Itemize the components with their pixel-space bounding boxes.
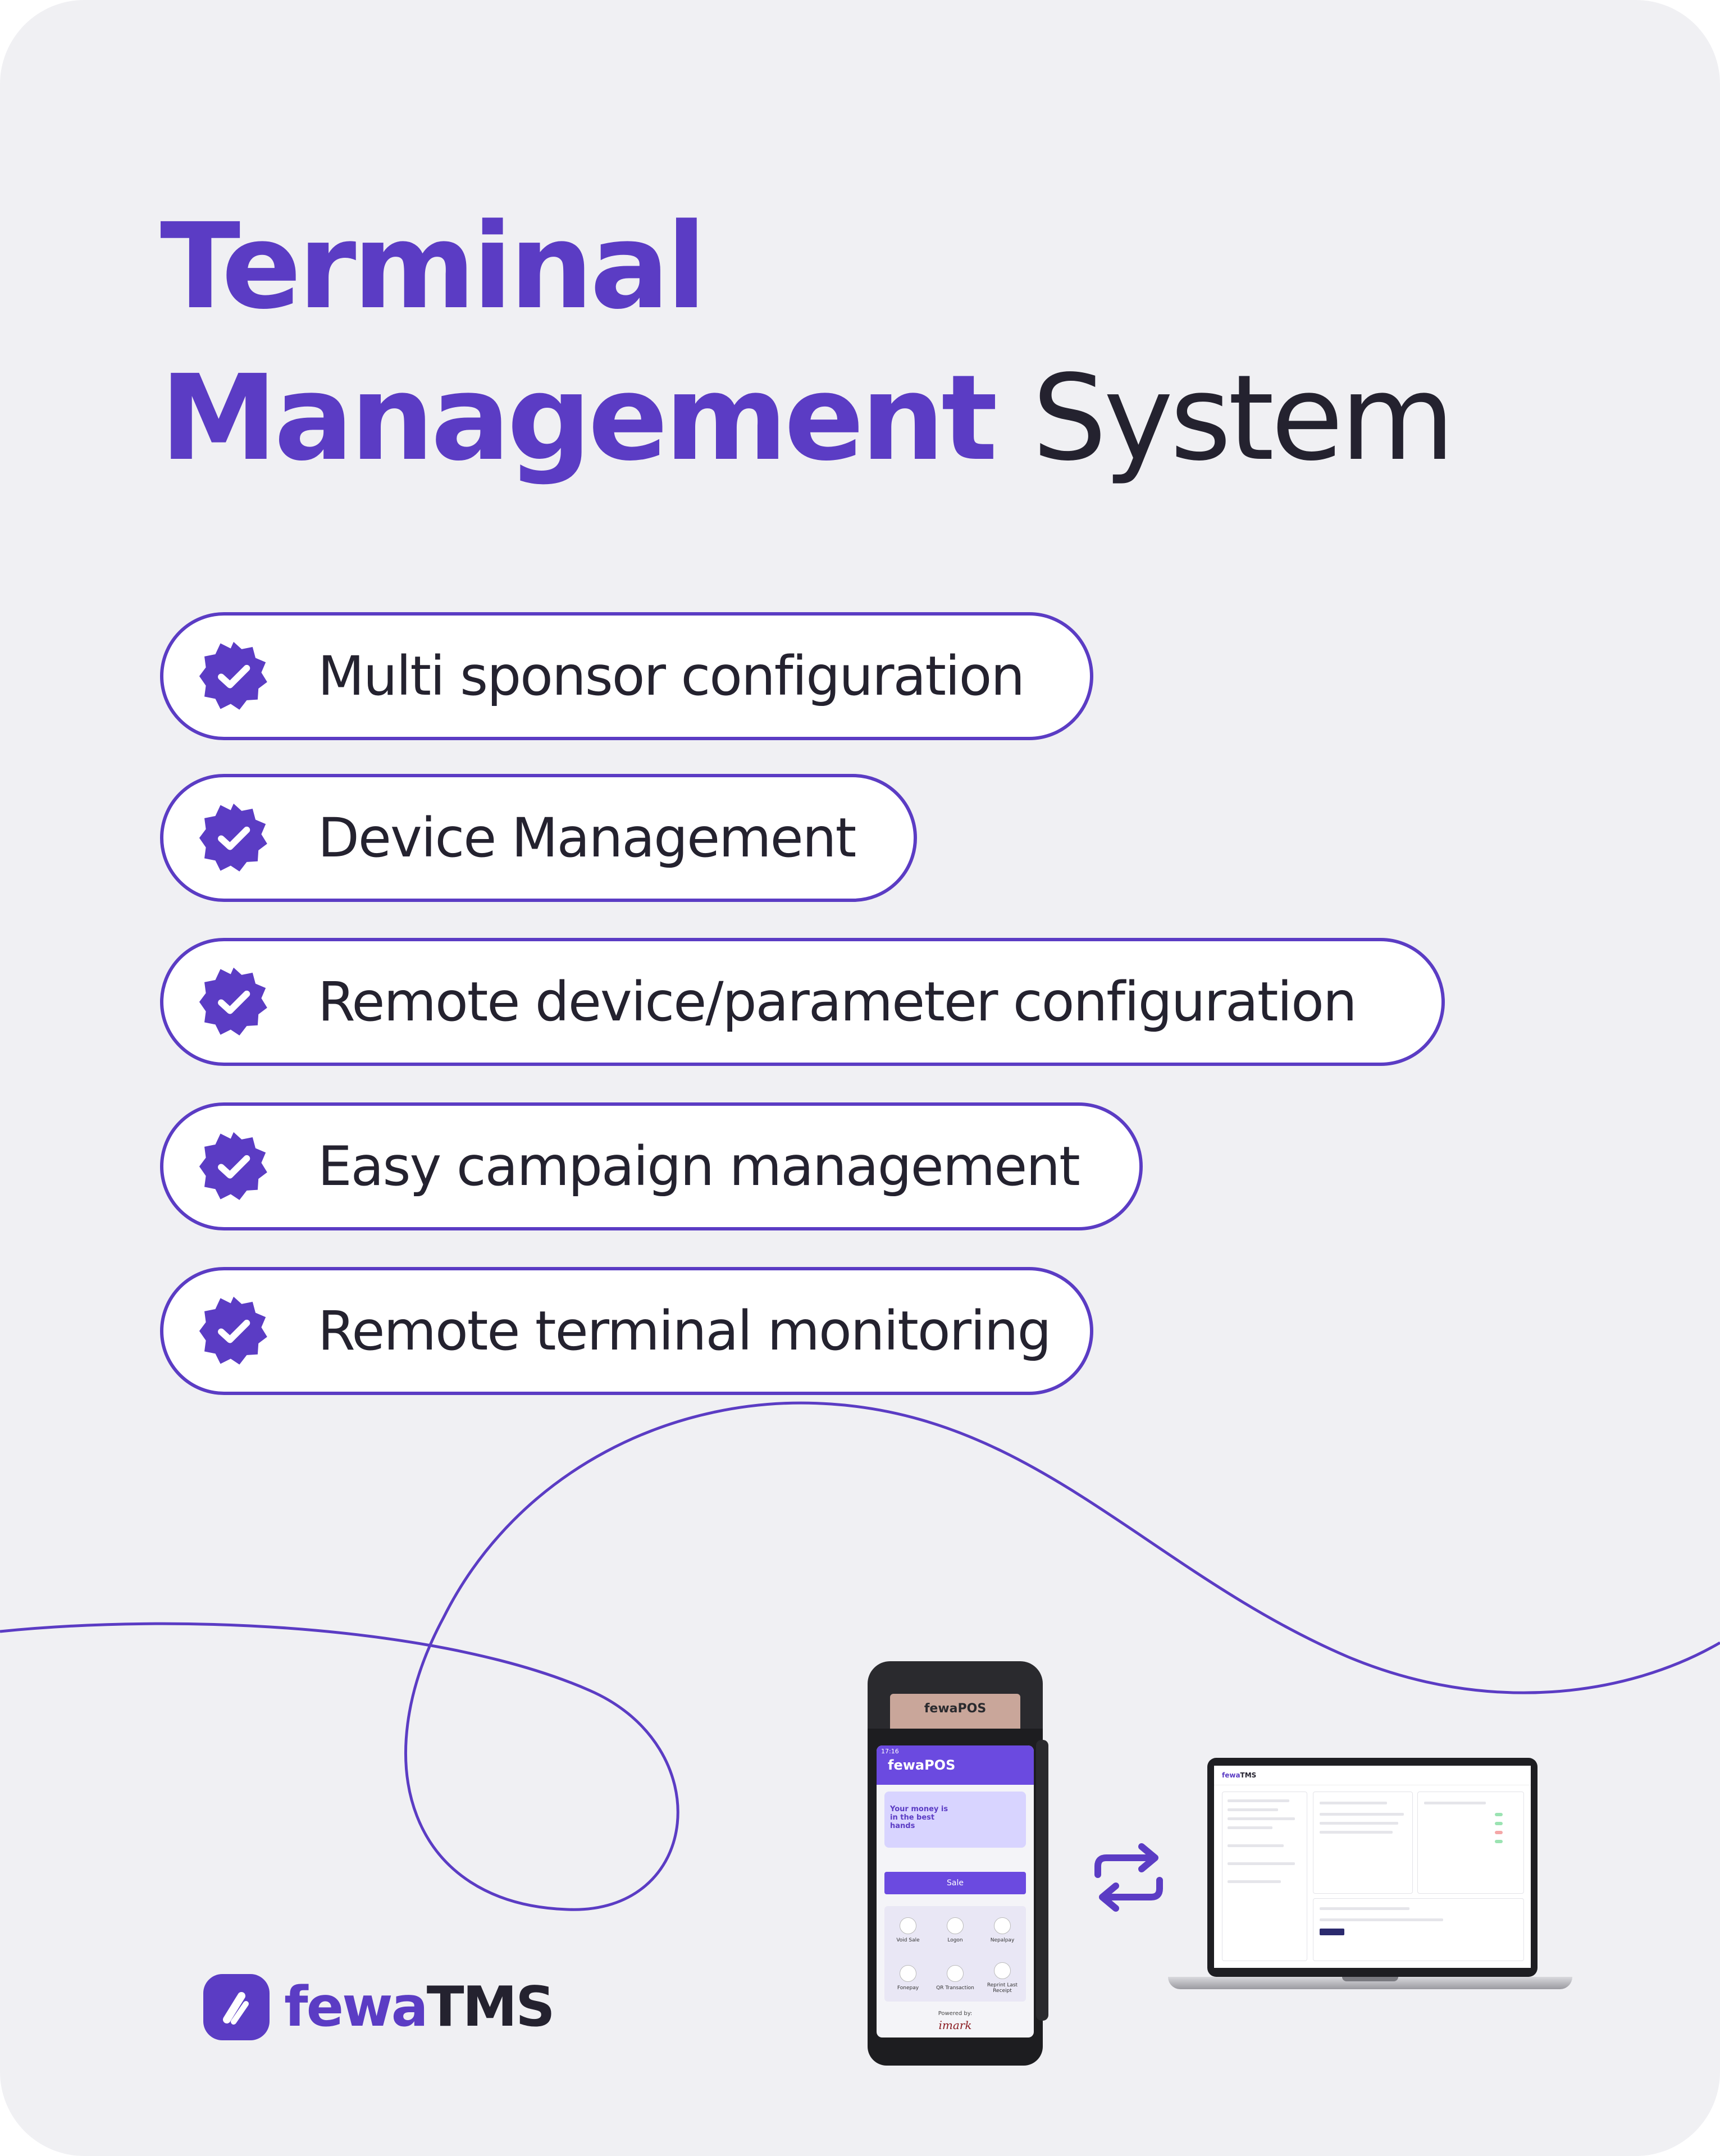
text-line bbox=[1320, 1918, 1443, 1921]
page-title: Terminal Management System bbox=[160, 191, 1455, 494]
menu-item-nepalpay[interactable]: Nepalpay bbox=[979, 1906, 1026, 1954]
status-badge bbox=[1495, 1831, 1503, 1834]
logo-wordmark: fewaTMS bbox=[284, 1975, 555, 2039]
promo-banner: Your money is in the best hands bbox=[884, 1792, 1026, 1848]
menu-label: Nepalpay bbox=[990, 1937, 1015, 1943]
menu-item-void-sale[interactable]: Void Sale bbox=[884, 1906, 932, 1954]
feature-pill-campaign: Easy campaign management bbox=[160, 1102, 1143, 1230]
feature-label: Remote device/parameter configuration bbox=[318, 970, 1357, 1033]
feature-pill-device-management: Device Management bbox=[160, 774, 917, 902]
verified-badge-icon bbox=[199, 1132, 267, 1200]
void-sale-icon bbox=[900, 1917, 916, 1934]
menu-label: Reprint Last Receipt bbox=[987, 1982, 1018, 1994]
feature-label: Remote terminal monitoring bbox=[318, 1300, 1052, 1362]
banner-text: Your money is in the best hands bbox=[890, 1805, 948, 1830]
status-time: 17:16 bbox=[881, 1748, 899, 1755]
verified-badge-icon bbox=[199, 803, 267, 872]
verified-badge-icon bbox=[199, 1296, 267, 1365]
menu-label: Fonepay bbox=[897, 1985, 919, 1991]
tms-title-accent: fewa bbox=[1222, 1771, 1240, 1779]
sale-button[interactable]: Sale bbox=[884, 1872, 1026, 1894]
pos-brand: fewaPOS bbox=[924, 1702, 987, 1716]
pos-screen: 17:16 fewaPOS Your money is in the best … bbox=[877, 1745, 1034, 2038]
fewa-logo-mark-icon bbox=[203, 1974, 270, 2040]
tms-details-panel bbox=[1313, 1792, 1413, 1894]
title-line-1: Terminal bbox=[160, 198, 706, 335]
title-plain-word: System bbox=[1032, 349, 1455, 487]
pos-app-header: fewaPOS bbox=[877, 1745, 1034, 1785]
printer-slot bbox=[890, 1694, 1020, 1733]
menu-label: Logon bbox=[947, 1937, 963, 1943]
feature-label: Device Management bbox=[318, 806, 856, 869]
verified-badge-icon bbox=[199, 967, 267, 1036]
nepalpay-icon bbox=[994, 1917, 1011, 1934]
verified-badge-icon bbox=[199, 641, 267, 710]
wordmark-plain: TMS bbox=[426, 1975, 555, 2039]
feature-label: Easy campaign management bbox=[318, 1135, 1080, 1198]
laptop-notch bbox=[1342, 1977, 1398, 1981]
tms-title-plain: TMS bbox=[1240, 1771, 1257, 1779]
laptop-base bbox=[1168, 1977, 1572, 1989]
text-line bbox=[1228, 1799, 1289, 1802]
text-line bbox=[1228, 1862, 1295, 1865]
text-line bbox=[1320, 1831, 1393, 1834]
tms-activity-panel bbox=[1313, 1898, 1524, 1961]
menu-item-reprint[interactable]: Reprint Last Receipt bbox=[979, 1954, 1026, 2002]
tms-config-panel bbox=[1417, 1792, 1524, 1894]
text-line bbox=[1228, 1880, 1281, 1883]
sync-arrows-icon bbox=[1094, 1843, 1163, 1912]
text-line bbox=[1320, 1907, 1409, 1910]
wordmark-accent: fewa bbox=[284, 1975, 428, 2039]
logon-icon bbox=[947, 1917, 964, 1934]
feature-pill-monitoring: Remote terminal monitoring bbox=[160, 1267, 1093, 1395]
text-line bbox=[1228, 1817, 1295, 1820]
menu-item-fonepay[interactable]: Fonepay bbox=[884, 1954, 932, 2002]
text-line bbox=[1228, 1826, 1272, 1829]
menu-label: QR Transaction bbox=[936, 1985, 974, 1991]
fewatms-logo: fewaTMS bbox=[203, 1974, 555, 2040]
pos-terminal-image: fewaPOS 17:16 fewaPOS Your money is in t… bbox=[868, 1661, 1048, 2066]
feature-label: Multi sponsor configuration bbox=[318, 645, 1025, 708]
menu-label: Void Sale bbox=[896, 1937, 920, 1943]
title-accent-word: Management bbox=[160, 349, 998, 487]
status-badge bbox=[1495, 1813, 1503, 1816]
menu-item-qr-transaction[interactable]: QR Transaction bbox=[932, 1954, 979, 2002]
pos-side-grip bbox=[1036, 1740, 1048, 2021]
tms-action-button[interactable] bbox=[1320, 1929, 1344, 1935]
text-line bbox=[1320, 1802, 1387, 1804]
status-badge bbox=[1495, 1822, 1503, 1825]
printer-icon bbox=[994, 1962, 1011, 1979]
text-line bbox=[1228, 1844, 1284, 1847]
status-badge bbox=[1495, 1840, 1503, 1843]
fonepay-icon bbox=[900, 1964, 916, 1982]
text-line bbox=[1320, 1813, 1404, 1816]
vendor-logo: imark bbox=[938, 2018, 972, 2032]
qr-icon bbox=[947, 1964, 964, 1982]
pos-menu-grid: Void Sale Logon Nepalpay Fonepay QR Tran… bbox=[884, 1906, 1026, 2002]
pos-app-title: fewaPOS bbox=[888, 1757, 956, 1773]
powered-by-label: Powered by: bbox=[938, 2011, 973, 2017]
feature-pill-remote-config: Remote device/parameter configuration bbox=[160, 938, 1445, 1066]
menu-item-logon[interactable]: Logon bbox=[932, 1906, 979, 1954]
tms-sidebar-panel bbox=[1222, 1792, 1307, 1961]
feature-pill-multi-sponsor: Multi sponsor configuration bbox=[160, 612, 1093, 740]
text-line bbox=[1228, 1808, 1278, 1811]
text-line bbox=[1424, 1802, 1486, 1804]
text-line bbox=[1320, 1822, 1398, 1825]
